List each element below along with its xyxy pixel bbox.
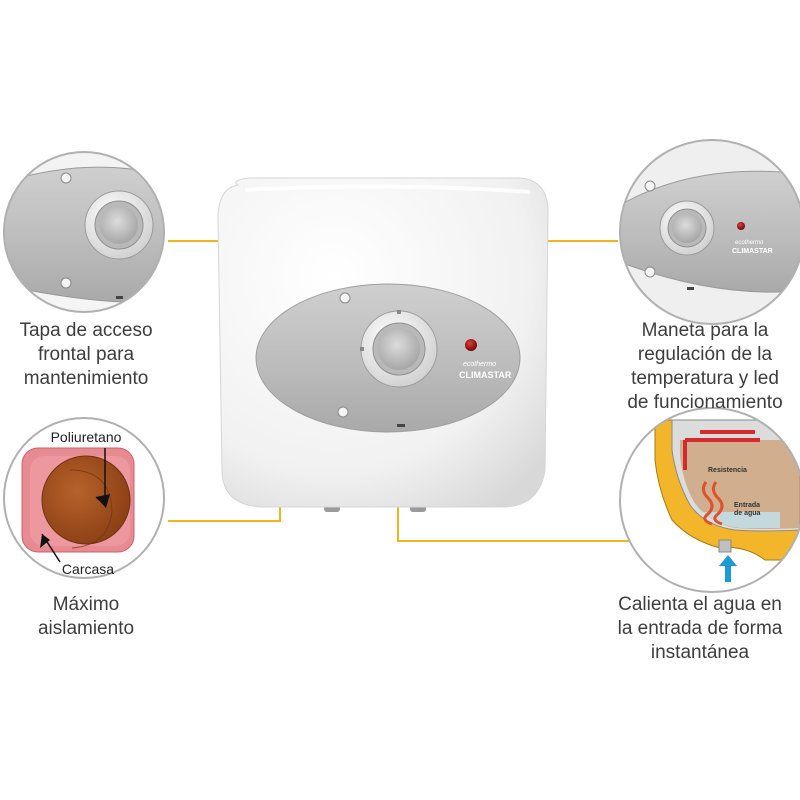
status-led xyxy=(465,339,477,351)
callout-insulation-line-1: Máximo xyxy=(52,594,120,615)
svg-text:CLIMASTAR: CLIMASTAR xyxy=(732,248,773,255)
callout-maintenance-line-1: Tapa de acceso xyxy=(19,320,153,341)
panel-screw-top xyxy=(339,292,351,304)
panel-screw-bottom xyxy=(337,406,349,418)
svg-text:ecothermo: ecothermo xyxy=(735,240,764,246)
callout-regulation-line-4: de funcionamiento xyxy=(627,392,783,413)
callout-insulation: Máximo aislamiento xyxy=(0,593,172,641)
detail-insulation: Poliuretano Carcasa xyxy=(3,417,165,579)
callout-insulation-line-2: aislamiento xyxy=(37,618,135,639)
detail-heating-element: Resistencia Entrada de agua xyxy=(619,407,800,593)
heating-resistance xyxy=(683,430,760,470)
water-heater: ecothermo CLIMASTAR xyxy=(217,177,549,512)
temperature-knob xyxy=(378,328,420,370)
callout-regulation-line-2: regulación de la xyxy=(637,344,773,365)
callout-maintenance-line-2: frontal para xyxy=(37,344,135,365)
panel-slot xyxy=(397,424,405,427)
callout-heating-line-1: Calienta el agua en xyxy=(618,594,782,615)
callout-heating-line-3: instantánea xyxy=(650,642,750,663)
label-polyurethane: Poliuretano xyxy=(51,429,122,445)
label-casing: Carcasa xyxy=(62,561,114,577)
label-inlet-2: de agua xyxy=(734,510,761,517)
brand-main: CLIMASTAR xyxy=(459,370,512,380)
callout-regulation-line-1: Maneta para la xyxy=(641,320,769,341)
polyurethane-shape xyxy=(41,455,131,545)
callout-regulation-line-3: temperatura y led xyxy=(631,368,779,389)
water-flow-arrow xyxy=(719,555,737,582)
label-inlet-1: Entrada xyxy=(734,502,760,509)
callout-maintenance-line-3: mantenimiento xyxy=(23,368,149,389)
detail-temperature-knob: ecothermo CLIMASTAR xyxy=(619,139,800,325)
brand-small: ecothermo xyxy=(463,361,496,368)
callout-maintenance: Tapa de acceso frontal para mantenimient… xyxy=(0,319,172,391)
callout-regulation: Maneta para la regulación de la temperat… xyxy=(610,319,800,415)
callout-heating-line-2: la entrada de forma xyxy=(617,618,783,639)
callout-heating: Calienta el agua en la entrada de forma … xyxy=(600,593,800,665)
label-resistance: Resistencia xyxy=(708,467,747,474)
detail-maintenance-cover xyxy=(3,151,165,313)
